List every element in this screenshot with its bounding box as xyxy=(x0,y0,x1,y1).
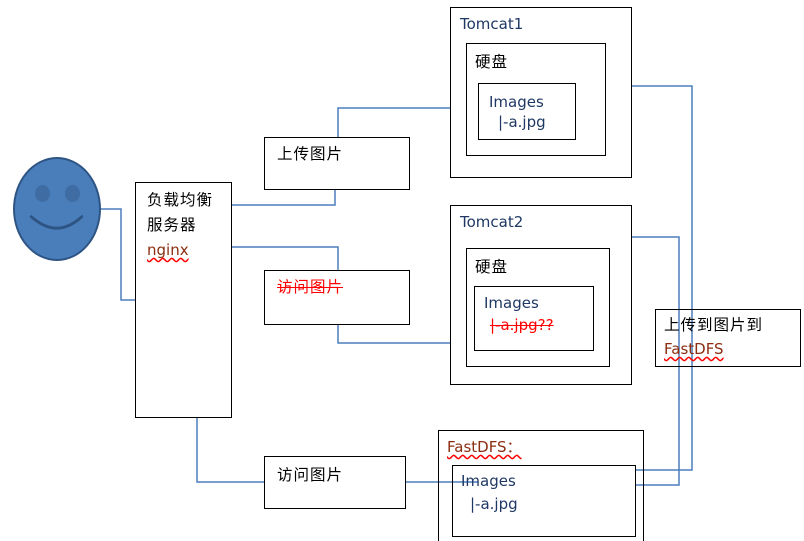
smiley-left-eye xyxy=(35,185,50,202)
wire-tomcat1-to-fastdfs xyxy=(632,85,693,471)
fastdfs-title: FastDFS： xyxy=(447,438,522,456)
fastdfs-box[interactable] xyxy=(438,430,644,541)
fastdfs-images-dir: Images xyxy=(461,472,516,490)
wire-lb-to-upload-label xyxy=(232,190,336,206)
tomcat2-title: Tomcat2 xyxy=(460,213,524,231)
wire-lb-to-access-struck xyxy=(232,246,339,270)
upload-to-fastdfs-line-2: FastDFS xyxy=(664,340,724,358)
smiley-right-eye xyxy=(65,185,80,202)
tomcat2-box[interactable] xyxy=(450,205,632,385)
load-balancer-line-2: 服务器 xyxy=(147,216,197,234)
upload-to-fastdfs-line-1: 上传到图片到 xyxy=(664,316,764,334)
tomcat1-images-dir: Images xyxy=(489,93,544,111)
wire-client-to-lb xyxy=(101,208,135,301)
load-balancer-line-1: 负载均衡 xyxy=(147,191,214,209)
fastdfs-images-box[interactable] xyxy=(452,465,636,537)
access-image-bottom-label-box[interactable] xyxy=(264,456,406,509)
load-balancer-nginx-label: nginx xyxy=(147,241,189,259)
tomcat1-box[interactable] xyxy=(450,7,632,178)
access-image-struck-label-box[interactable] xyxy=(264,270,410,325)
tomcat2-image-file: |-a.jpg?? xyxy=(490,316,554,334)
upload-to-fastdfs-box[interactable] xyxy=(655,309,801,367)
tomcat2-images-dir: Images xyxy=(484,294,539,312)
tomcat1-title: Tomcat1 xyxy=(460,15,524,33)
tomcat2-images-box[interactable] xyxy=(474,286,594,351)
tomcat2-disk-label: 硬盘 xyxy=(475,258,509,276)
load-balancer-box[interactable] xyxy=(135,182,232,418)
fastdfs-image-file: |-a.jpg xyxy=(470,495,518,513)
access-image-bottom-label-text: 访问图片 xyxy=(277,466,344,484)
smiley-mouth-icon xyxy=(29,215,84,230)
wire-access-struck-to-tomcat2 xyxy=(337,325,450,344)
wire-lb-to-access-bottom xyxy=(196,418,264,483)
upload-image-label-box[interactable] xyxy=(264,137,410,190)
tomcat1-disk-label: 硬盘 xyxy=(475,53,509,71)
tomcat2-disk-box[interactable] xyxy=(466,248,610,367)
upload-image-label-text: 上传图片 xyxy=(277,145,344,163)
tomcat1-image-file: |-a.jpg xyxy=(498,113,546,131)
access-image-struck-label-text: 访问图片 xyxy=(277,278,344,296)
wire-upload-label-to-tomcat1 xyxy=(337,107,450,137)
client-smiley-face xyxy=(13,157,101,261)
tomcat1-images-box[interactable] xyxy=(478,83,576,140)
tomcat1-disk-box[interactable] xyxy=(466,43,606,156)
